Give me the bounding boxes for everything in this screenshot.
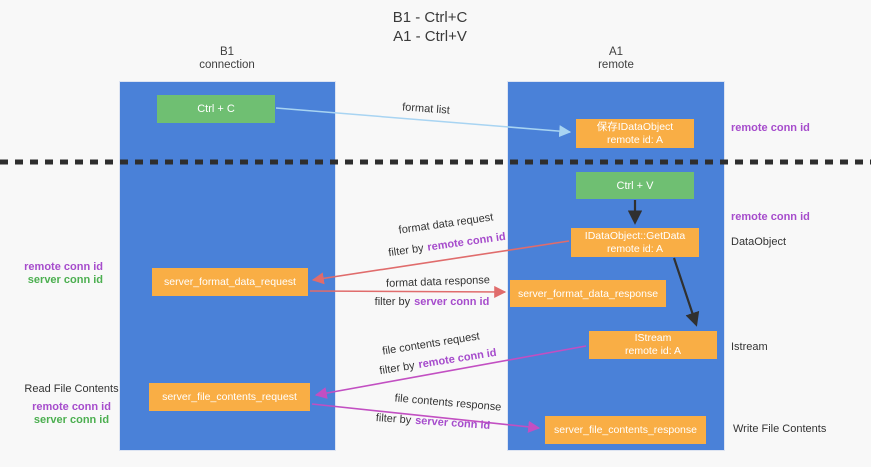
left-server-conn-id-2: server conn id — [33, 414, 110, 426]
server-conn-id-text: server conn id — [414, 296, 490, 308]
server-format-data-request-node: server_format_data_request — [152, 268, 308, 296]
ctrl-c-label: Ctrl + C — [197, 103, 235, 115]
filter-by-text: filter by — [374, 296, 411, 308]
istream-line1: IStream — [634, 332, 672, 344]
title-line-1: B1 - Ctrl+C — [392, 9, 468, 26]
right-remote-conn-id-2: remote conn id — [731, 211, 810, 223]
server-format-data-response-label: server_format_data_response — [517, 287, 659, 300]
read-file-contents-annotations: Read File Contents remote conn id server… — [15, 383, 128, 427]
save-idataobject-node: 保存IDataObject remote id: A — [576, 119, 694, 148]
istream-node: IStream remote id: A — [589, 331, 717, 359]
left-conn-id-annotations: remote conn id server conn id — [15, 261, 103, 287]
format-data-response-label: format data response — [385, 274, 491, 290]
save-idataobject-line2: remote id: A — [606, 133, 664, 146]
dataobject-label: DataObject — [731, 236, 787, 248]
server-format-data-response-node: server_format_data_response — [510, 280, 666, 307]
ctrl-c-node: Ctrl + C — [157, 95, 275, 123]
server-file-contents-request-node: server_file_contents_request — [149, 383, 310, 411]
diagram-title: B1 - Ctrl+C A1 - Ctrl+V — [330, 8, 530, 46]
left-remote-conn-id-2: remote conn id — [32, 401, 111, 413]
title-line-2: A1 - Ctrl+V — [393, 28, 467, 45]
lane-b1-title: B1 — [219, 46, 235, 58]
save-idataobject-line1: 保存IDataObject — [596, 120, 674, 133]
remote-conn-id-text: remote conn id — [417, 346, 498, 372]
format-list-label: format list — [401, 101, 451, 117]
getdata-line1: IDataObject::GetData — [584, 229, 686, 242]
lane-header-a1: A1 remote — [556, 46, 676, 72]
file-contents-response-label: file contents response — [394, 392, 502, 414]
filter-by-text: filter by — [387, 242, 425, 260]
left-remote-conn-id: remote conn id — [24, 261, 103, 273]
left-server-conn-id: server conn id — [27, 274, 103, 286]
istream-line2: remote id: A — [624, 345, 682, 357]
ctrl-v-node: Ctrl + V — [576, 172, 694, 199]
lane-a1-title: A1 — [608, 46, 624, 58]
server-format-data-request-label: server_format_data_request — [164, 276, 296, 288]
filter-by-text: filter by — [378, 359, 416, 378]
server-file-contents-request-label: server_file_contents_request — [162, 391, 297, 403]
remote-conn-id-text: remote conn id — [426, 230, 507, 254]
lane-a1-subtitle: remote — [598, 59, 634, 71]
ctrl-v-label: Ctrl + V — [616, 179, 654, 192]
istream-label: Istream — [731, 341, 768, 353]
lane-header-b1: B1 connection — [167, 46, 287, 72]
read-file-contents-label: Read File Contents — [24, 383, 119, 395]
server-file-contents-response-label: server_file_contents_response — [553, 424, 697, 436]
format-data-response-arrow — [309, 285, 507, 298]
getdata-line2: remote id: A — [606, 242, 664, 255]
write-file-contents-label: Write File Contents — [733, 423, 827, 435]
lane-b1-subtitle: connection — [199, 59, 255, 71]
filter-by-text: filter by — [375, 412, 412, 427]
right-remote-conn-id-1: remote conn id — [731, 122, 810, 134]
idataobject-getdata-node: IDataObject::GetData remote id: A — [571, 228, 699, 257]
server-file-contents-response-node: server_file_contents_response — [545, 416, 706, 444]
server-conn-id-text: server conn id — [414, 414, 491, 432]
